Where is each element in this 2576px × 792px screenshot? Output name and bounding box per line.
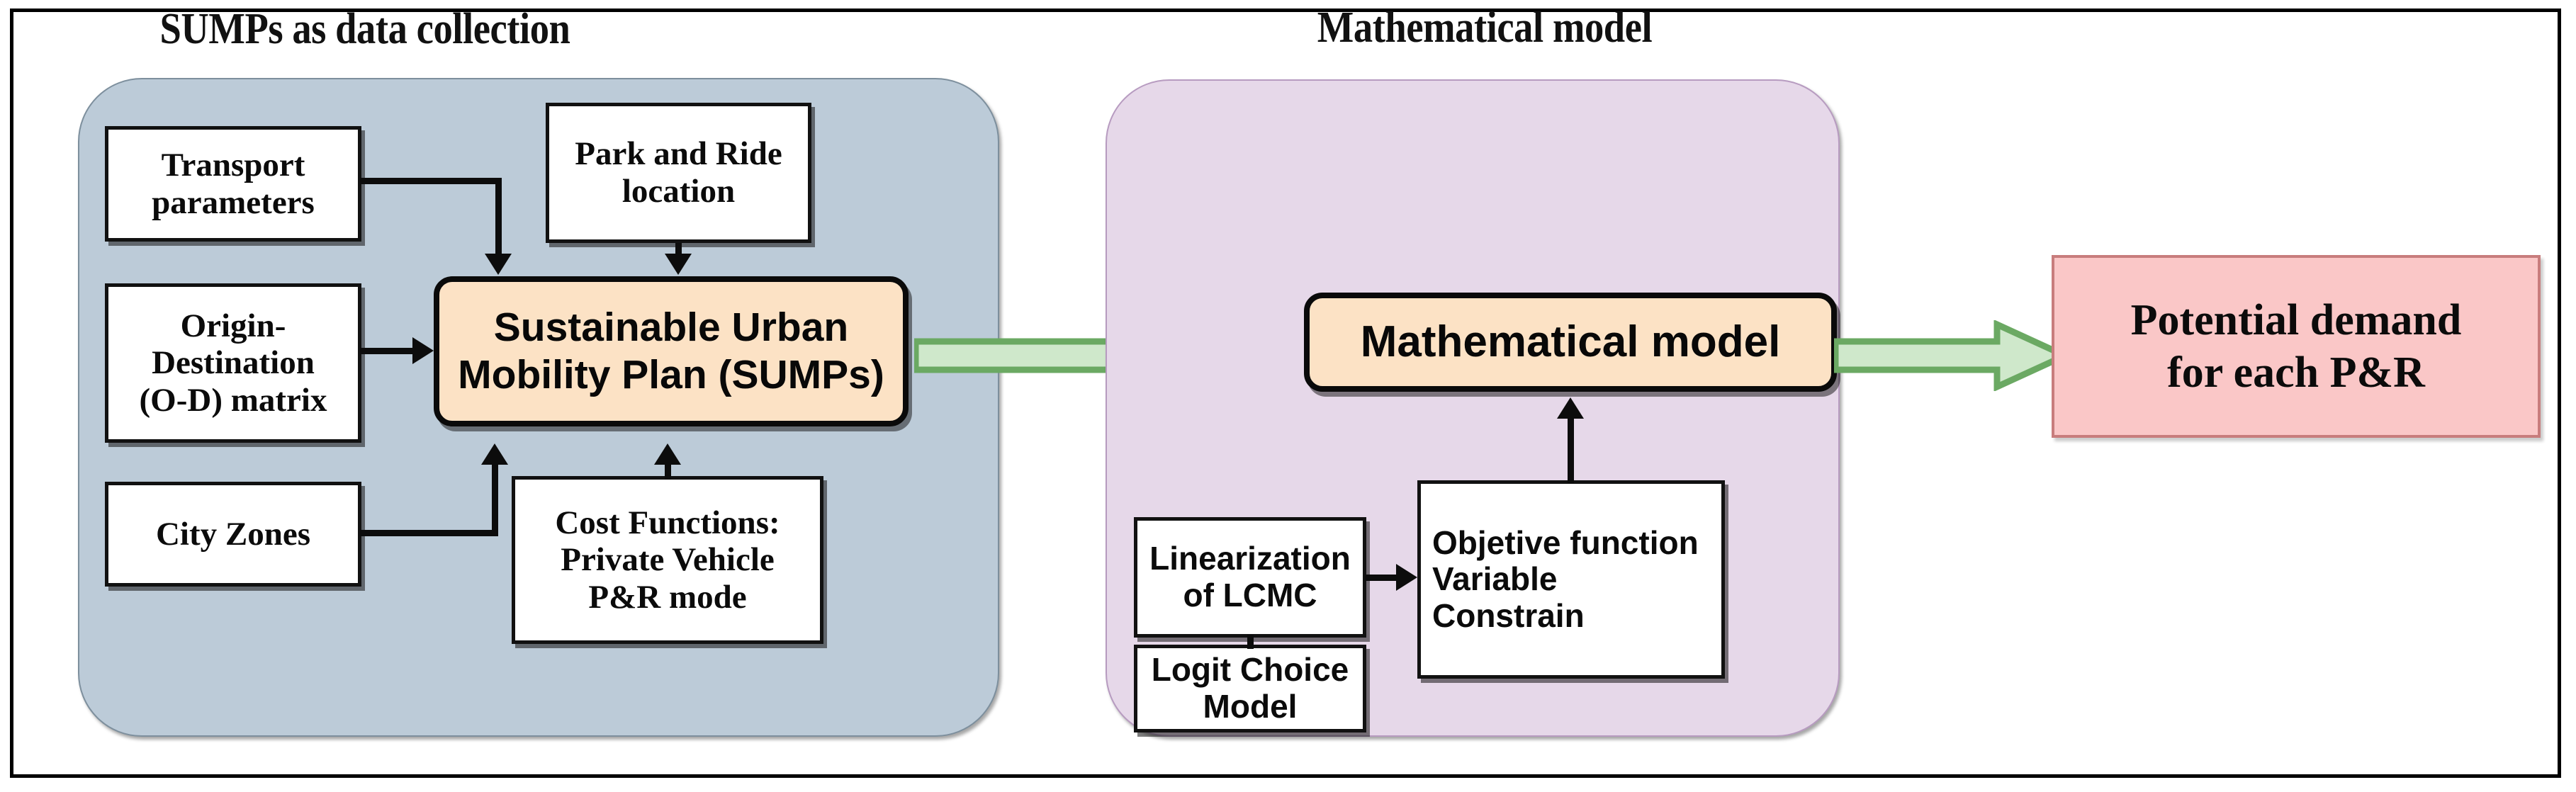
connector-objective-to-model-vertical [1568, 418, 1574, 483]
green-arrow-model-to-output [1834, 320, 2068, 391]
connector-transport-to-sumps-vertical [495, 178, 502, 256]
arrowhead-city-zones-to-sumps [481, 443, 508, 465]
connector-city-zones-to-sumps-horizontal [360, 530, 498, 536]
arrowhead-cost-functions-to-sumps [654, 443, 681, 465]
arrowhead-objective-to-model [1557, 397, 1584, 419]
connector-logit-to-linearization-vertical [1247, 635, 1254, 649]
connector-cost-functions-to-sumps-vertical [665, 464, 671, 480]
arrowhead-park-ride-to-sumps [665, 254, 692, 275]
process-mathematical-model: Mathematical model [1304, 293, 1837, 392]
box-city-zones: City Zones [105, 482, 361, 587]
box-od-matrix: Origin-Destination(O-D) matrix [105, 283, 361, 443]
arrowhead-od-to-sumps [412, 337, 434, 364]
connector-transport-to-sumps-horizontal [360, 178, 502, 184]
group-title-sumps: SUMPs as data collection [159, 5, 570, 53]
group-title-mathematical-model: Mathematical model [1317, 4, 1653, 52]
arrowhead-linearization-to-objective [1396, 564, 1417, 591]
connector-city-zones-to-sumps-vertical [492, 464, 498, 535]
connector-park-ride-to-sumps-vertical [675, 243, 682, 256]
connector-od-to-sumps-horizontal [360, 348, 415, 354]
connector-linearization-to-objective-horizontal [1365, 575, 1399, 581]
arrowhead-transport-to-sumps [485, 254, 512, 275]
